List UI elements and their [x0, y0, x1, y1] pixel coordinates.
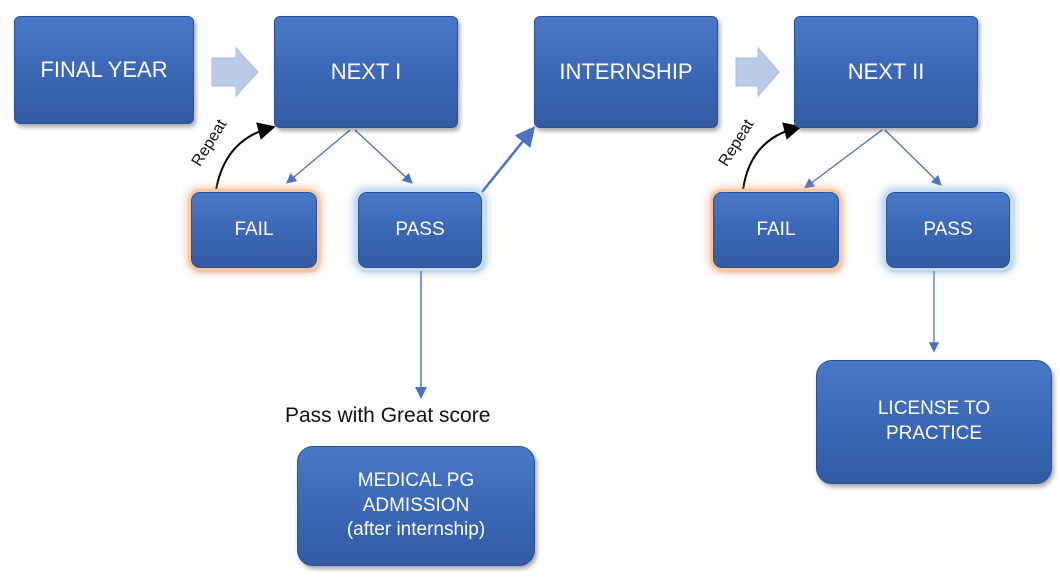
final-year-label: FINAL YEAR: [40, 56, 168, 82]
pass-node-2: PASS: [886, 192, 1010, 268]
repeat-arrow-left: [215, 122, 276, 191]
license-node: LICENSE TO PRACTICE: [816, 360, 1052, 484]
chevron-arrow-2: [735, 46, 780, 98]
fail-node-2: FAIL: [713, 192, 839, 268]
final-year-node: FINAL YEAR: [14, 16, 194, 124]
next2-node: NEXT II: [794, 16, 978, 128]
fail-label-2: FAIL: [756, 218, 796, 240]
fail-label-1: FAIL: [234, 218, 274, 240]
license-label: LICENSE TO PRACTICE: [877, 398, 991, 444]
medical-pg-node: MEDICAL PG ADMISSION (after internship): [297, 446, 535, 566]
arrow-next1-fail: [286, 129, 351, 184]
arrow-pass-internship: [481, 126, 536, 193]
arrow-next1-pass: [354, 129, 413, 184]
next2-label: NEXT II: [847, 58, 925, 84]
internship-node: INTERNSHIP: [534, 16, 718, 128]
fail-node-1: FAIL: [191, 192, 317, 268]
pass-label-1: PASS: [395, 218, 445, 240]
pass-label-2: PASS: [923, 218, 973, 240]
next1-node: NEXT I: [274, 16, 458, 128]
next1-label: NEXT I: [330, 58, 402, 84]
medical-pg-label: MEDICAL PG ADMISSION (after internship): [346, 469, 486, 541]
pass-node-1: PASS: [358, 192, 482, 268]
internship-label: INTERNSHIP: [559, 58, 693, 84]
arrow-next2-fail: [803, 129, 883, 189]
chevron-arrow-1: [211, 46, 259, 98]
pass-great-score-caption: Pass with Great score: [285, 404, 491, 427]
repeat-arrow-right: [742, 122, 802, 191]
arrow-next2-pass: [884, 129, 942, 186]
